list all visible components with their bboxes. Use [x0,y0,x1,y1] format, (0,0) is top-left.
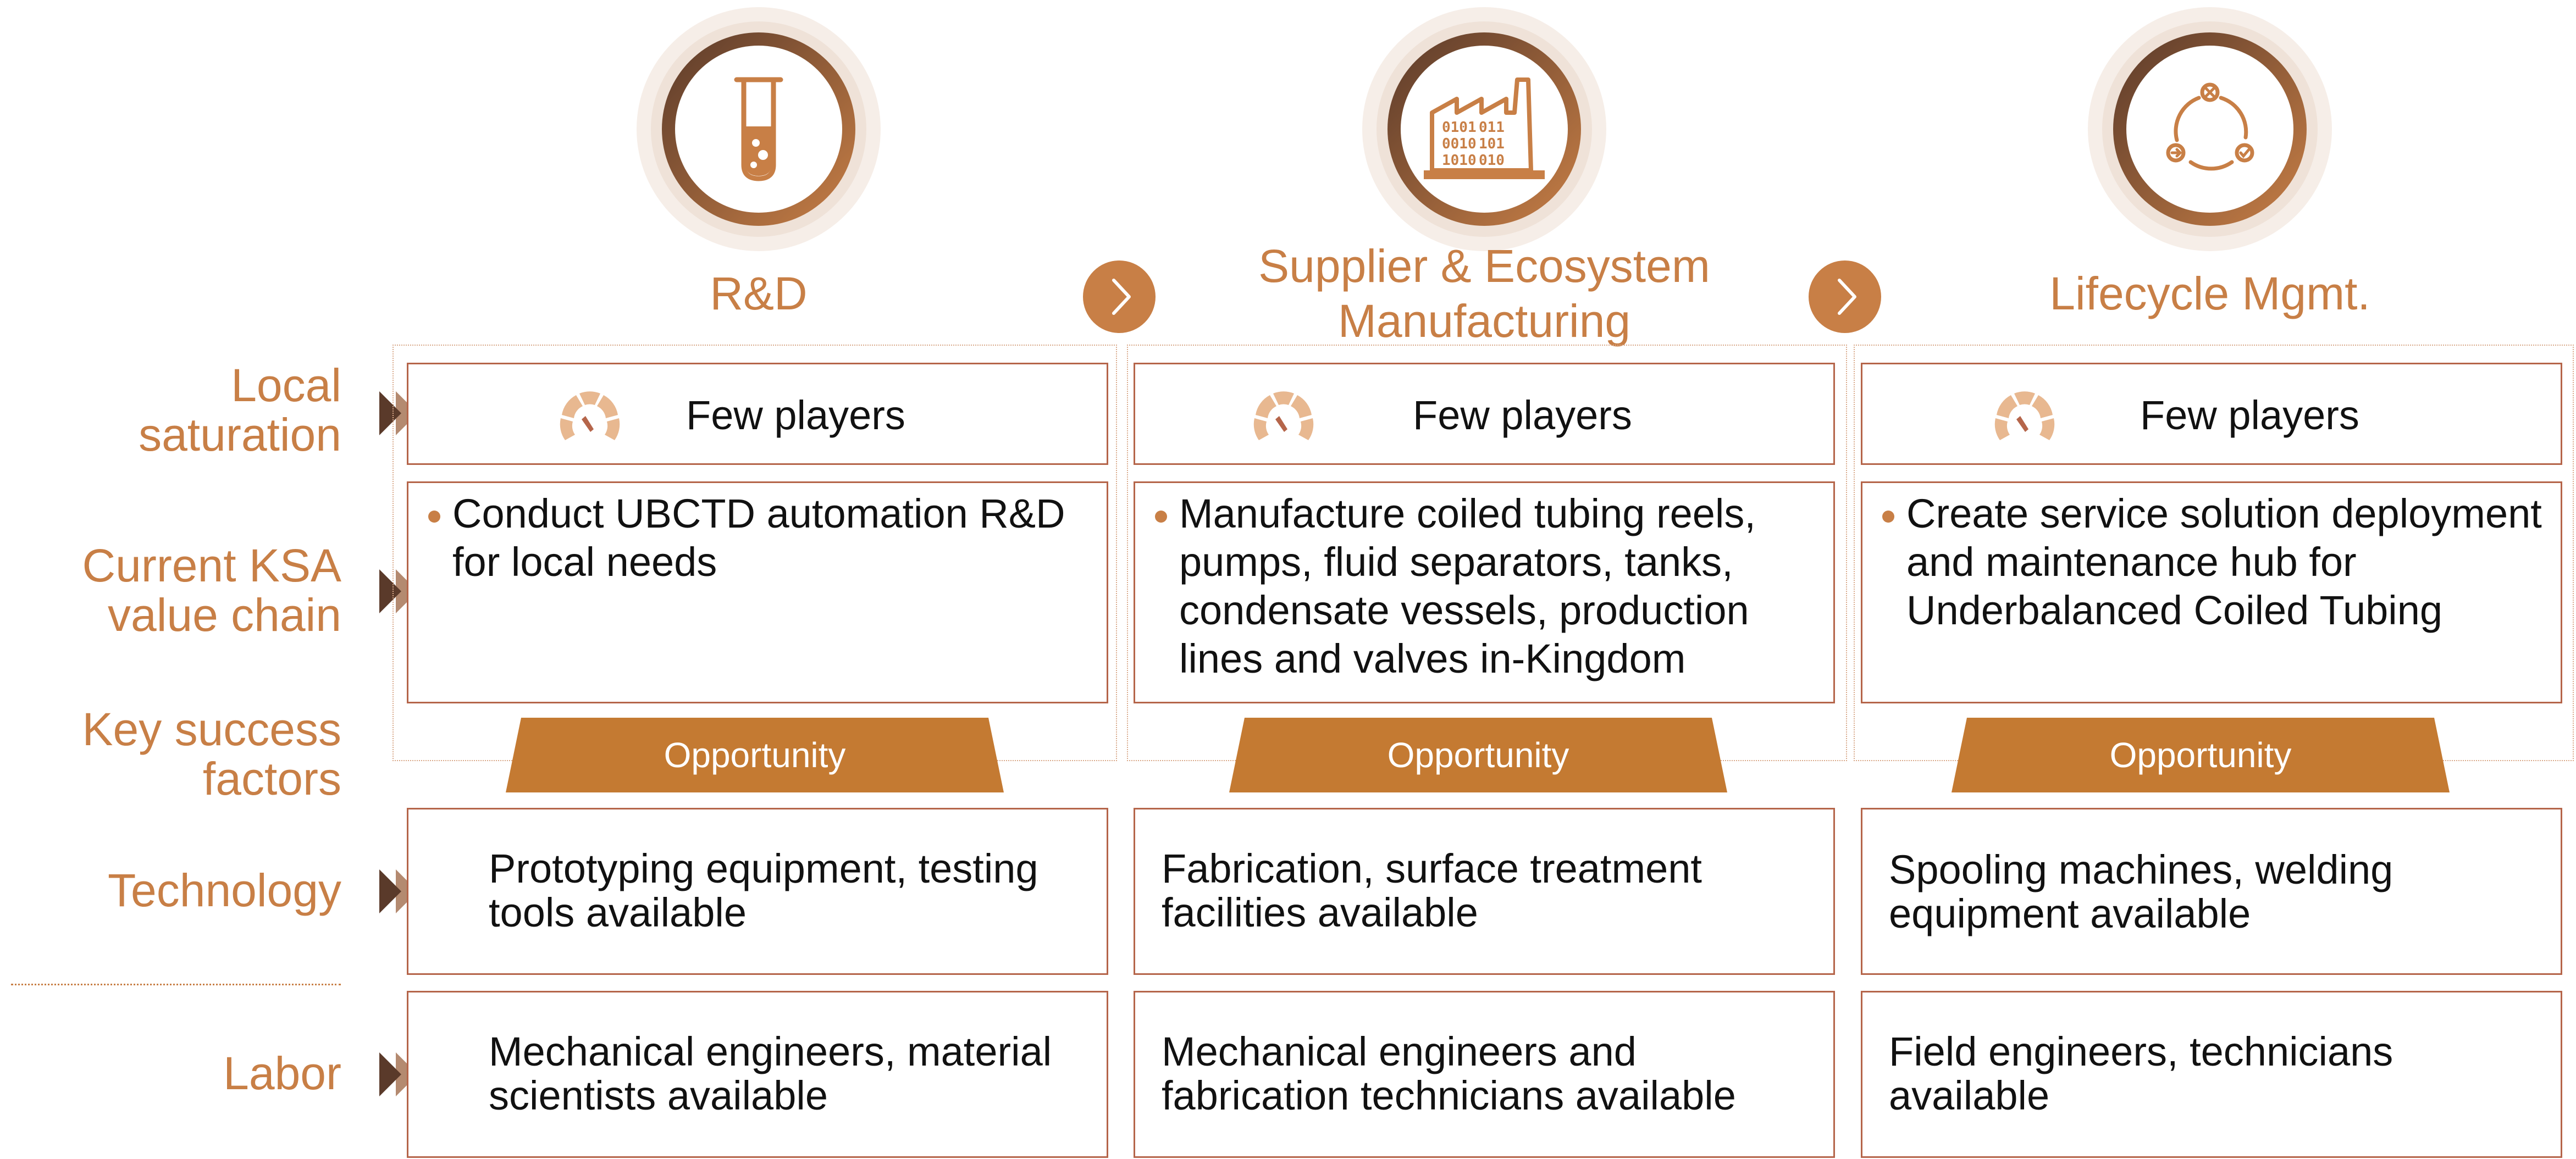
stage-title-line: Lifecycle Mgmt. [2049,268,2370,319]
row-label-line: Local [231,359,341,411]
opportunity-banner [1952,718,2450,792]
technology-box: Fabrication, surface treatment facilitie… [1134,808,1835,975]
factory-icon: 0101 0010 1010 011 101 010 [1424,77,1545,179]
saturation-text: Few players [1413,392,1632,438]
text-line: Mechanical engineers, material [489,1029,1052,1074]
saturation-box: Few players [407,363,1108,465]
stage-title-rnd: R&D [594,266,924,321]
technology-text: Prototyping equipment, testing tools ava… [489,847,1099,935]
opportunity-label: Opportunity [2109,735,2292,775]
stage-title-line: Supplier & Ecosystem [1258,240,1710,292]
row-label-current-value-chain: Current KSA value chain [82,541,341,640]
gauge-icon [560,391,620,440]
text-line: Fabrication, surface treatment [1162,846,1702,891]
row-label-technology: Technology [108,866,341,915]
stage-medal [637,7,881,251]
text-line: Prototyping equipment, testing [489,846,1038,891]
text-line: Field engineers, technicians [1889,1029,2393,1074]
svg-text:010: 010 [1479,152,1505,169]
value-chain-box: Manufacture coiled tubing reels, pumps, … [1134,481,1835,703]
labor-text: Mechanical engineers and fabrication tec… [1162,1030,1821,1118]
text-line: Mechanical engineers and [1162,1029,1637,1074]
saturation-box: Few players [1134,363,1835,465]
svg-text:1010: 1010 [1442,152,1477,169]
text-line: Conduct UBCTD automation R&D [452,491,1065,536]
stage-title-supplier: Supplier & Ecosystem Manufacturing [1209,239,1759,348]
svg-text:0101: 0101 [1442,119,1477,136]
bullet-dot [428,511,440,523]
opportunity-label-wrap: Opportunity [1229,718,1727,792]
labor-box: Mechanical engineers, material scientist… [407,991,1108,1158]
row-label-line: factors [202,753,341,805]
divider [11,984,341,985]
chevron-right-icon [1112,279,1131,315]
svg-text:0010: 0010 [1442,136,1477,152]
text-line: Spooling machines, welding [1889,847,2393,892]
row-label-line: Technology [108,864,341,916]
labor-box: Field engineers, technicians available [1861,991,2562,1158]
bullet-dot [1882,511,1894,523]
text-line: condensate vessels, production [1179,587,1749,633]
bullet-dot [1155,511,1167,523]
opportunity-label-wrap: Opportunity [1952,718,2450,792]
text-line: and maintenance hub for [1906,539,2357,585]
stage-title-lifecycle: Lifecycle Mgmt. [1990,266,2430,321]
opportunity-banner [506,718,1004,792]
labor-text: Field engineers, technicians available [1889,1030,2549,1118]
value-chain-text: Create service solution deployment and m… [1906,490,2561,635]
technology-box: Prototyping equipment, testing tools ava… [407,808,1108,975]
row-label-line: saturation [139,409,341,461]
labor-box: Mechanical engineers and fabrication tec… [1134,991,1835,1158]
row-label-line: value chain [108,589,341,641]
technology-text: Spooling machines, welding equipment ava… [1889,848,2549,936]
text-line: tools available [489,890,747,935]
text-line: pumps, fluid separators, tanks, [1179,539,1733,585]
row-label-line: Key success [82,703,341,755]
text-line: Create service solution deployment [1906,491,2542,536]
text-line: facilities available [1162,890,1478,935]
opportunity-label: Opportunity [1387,735,1569,775]
value-chain-box: Conduct UBCTD automation R&D for local n… [407,481,1108,703]
text-line: Manufacture coiled tubing reels, [1179,491,1756,536]
row-label-key-success-factors: Key success factors [82,705,341,803]
value-chain-box: Create service solution deployment and m… [1861,481,2562,703]
row-label-line: Current KSA [82,540,341,591]
row-label-line: Labor [223,1047,341,1099]
saturation-text: Few players [686,392,905,438]
saturation-box: Few players [1861,363,2562,465]
text-line: Underbalanced Coiled Tubing [1906,587,2443,633]
labor-text: Mechanical engineers, material scientist… [489,1030,1099,1118]
saturation-text: Few players [2140,392,2359,438]
gauge-icon [1253,391,1314,440]
stage-title-line: R&D [710,268,808,319]
svg-text:011: 011 [1479,119,1505,136]
row-label-local-saturation: Local saturation [139,361,341,459]
test-tube-icon [734,77,783,181]
next-stage-arrow [1083,260,1156,333]
value-chain-text: Manufacture coiled tubing reels, pumps, … [1179,490,1828,683]
text-line: for local needs [452,539,717,585]
opportunity-banner [1229,718,1727,792]
svg-text:101: 101 [1479,136,1505,152]
technology-box: Spooling machines, welding equipment ava… [1861,808,2562,975]
value-chain-text: Conduct UBCTD automation R&D for local n… [452,490,1101,586]
gauge-icon [1994,391,2055,440]
row-label-labor: Labor [223,1049,341,1098]
text-line: fabrication technicians available [1162,1073,1736,1118]
stage-medal: 0101 0010 1010 011 101 010 [1362,7,1606,251]
chevron-right-icon [1838,279,1856,315]
technology-text: Fabrication, surface treatment facilitie… [1162,847,1821,935]
text-line: scientists available [489,1073,828,1118]
text-line: equipment available [1889,891,2251,936]
next-stage-arrow [1809,260,1881,333]
stage-medal [2088,7,2332,251]
lifecycle-cycle-icon [2166,82,2254,171]
stage-title-line: Manufacturing [1337,295,1631,347]
opportunity-label-wrap: Opportunity [506,718,1004,792]
text-line: lines and valves in-Kingdom [1179,636,1686,681]
text-line: available [1889,1073,2050,1118]
opportunity-label: Opportunity [664,735,846,775]
